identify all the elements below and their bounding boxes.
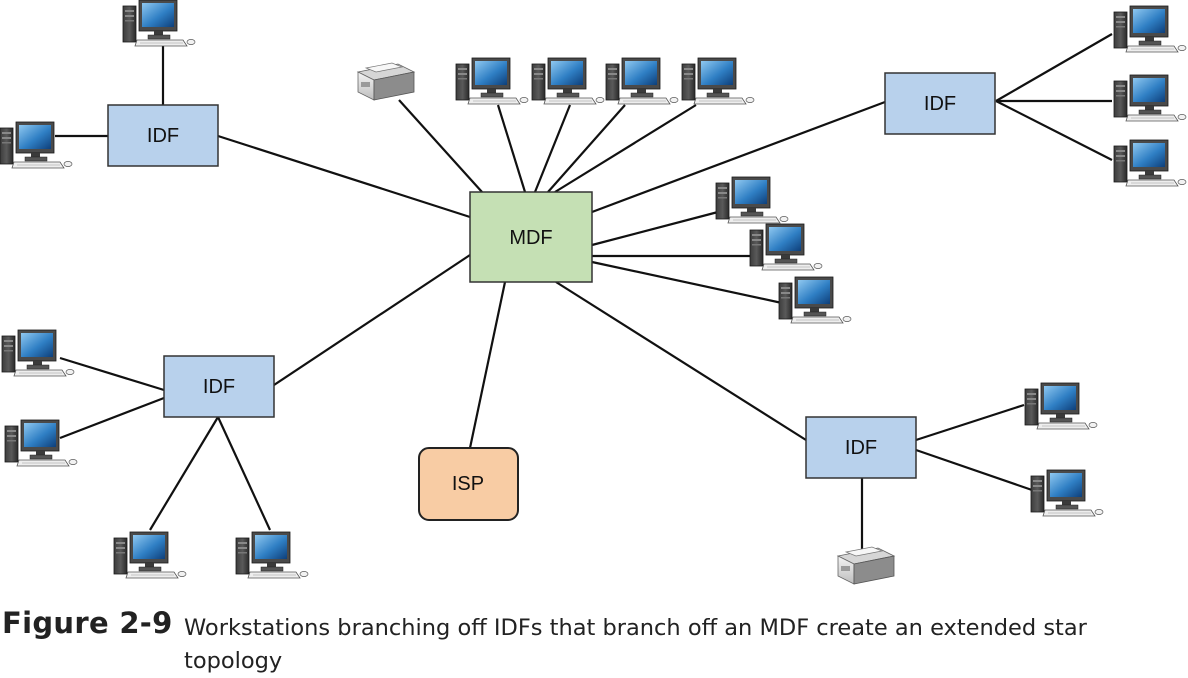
workstation-icon	[1030, 469, 1104, 517]
idf-label: IDF	[203, 376, 235, 398]
workstation-icon	[605, 57, 679, 105]
extended-star-diagram: IDF IDF IDF IDF MDF ISP	[0, 0, 1187, 585]
workstation-icon	[1024, 382, 1098, 430]
workstation-icon	[113, 531, 187, 579]
mdf-label: MDF	[509, 227, 552, 249]
workstation-icon	[531, 57, 605, 105]
workstation-icon	[778, 276, 852, 324]
workstation-icon	[1, 329, 75, 377]
idf-top-left-node: IDF	[107, 104, 219, 167]
idf-bottom-left-node: IDF	[163, 355, 275, 418]
idf-label: IDF	[924, 93, 956, 115]
workstation-icon	[122, 0, 196, 47]
isp-node: ISP	[418, 447, 519, 521]
workstation-icon	[455, 57, 529, 105]
workstation-icon	[235, 531, 309, 579]
figure-caption-text: Workstations branching off IDFs that bra…	[184, 615, 1087, 674]
idf-bottom-right-node: IDF	[805, 416, 917, 479]
idf-label: IDF	[147, 125, 179, 147]
connection-lines	[55, 33, 1113, 550]
printer-icon	[357, 62, 415, 101]
idf-label: IDF	[845, 437, 877, 459]
workstation-icon	[1113, 5, 1187, 53]
workstation-icon	[1113, 74, 1187, 122]
workstation-icon	[1113, 139, 1187, 187]
workstation-icon	[749, 223, 823, 271]
workstation-icon	[0, 121, 73, 169]
workstation-icon	[681, 57, 755, 105]
mdf-node: MDF	[469, 191, 593, 283]
printer-icon	[837, 546, 895, 585]
workstation-icon	[715, 176, 789, 224]
idf-top-right-node: IDF	[884, 72, 996, 135]
figure-number: Figure 2-9	[2, 606, 173, 640]
workstation-icon	[4, 419, 78, 467]
isp-label: ISP	[452, 473, 484, 495]
